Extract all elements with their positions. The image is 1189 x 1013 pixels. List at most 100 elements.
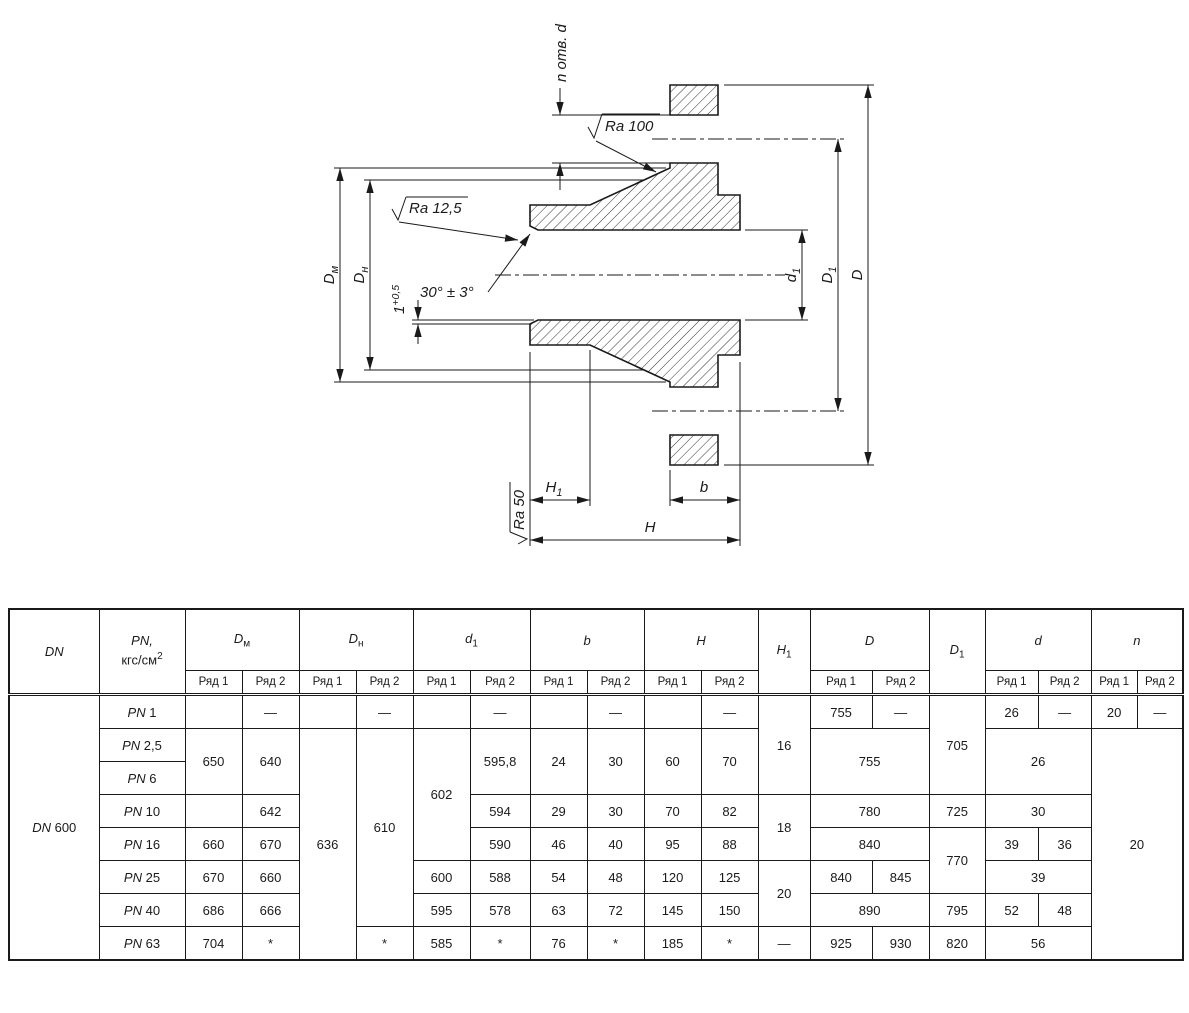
table-cell: 29 [529, 794, 588, 828]
table-cell: 705 [928, 694, 986, 795]
table-row-pn63: PN 63 704 * * 585 * 76 * 185 * — 925 930… [9, 926, 1183, 961]
table-cell: 125 [700, 860, 759, 894]
table-cell: 20 [1090, 694, 1138, 729]
table-cell [412, 694, 471, 729]
table-cell: 670 [241, 827, 300, 861]
d-big-1-label: D1 [819, 267, 839, 284]
table-row-pn16: PN 16 660 670 590 46 40 95 88 840 770 39… [9, 827, 1183, 894]
table-cell: 145 [643, 893, 702, 927]
cell-pn: PN 63 [98, 926, 186, 961]
table-cell: 890 [809, 893, 930, 927]
roughness-ra50: Ra 50 [509, 482, 529, 545]
cell-pn: PN 16 [98, 827, 186, 861]
subheader-ryad: Ряд 2 [700, 670, 759, 696]
subheader-ryad: Ряд 2 [241, 670, 300, 696]
table-cell: — [586, 694, 645, 729]
subheader-ryad: Ряд 1 [298, 670, 357, 696]
cell-pn: PN 1 [98, 694, 186, 729]
dim-n-holes: n отв. d [552, 23, 674, 190]
table-cell: 930 [871, 926, 930, 961]
h1-label: H1 [546, 479, 563, 499]
dim-dm: Dм [321, 167, 666, 383]
table-cell: 30 [586, 728, 645, 795]
table-cell: 56 [984, 926, 1092, 961]
col-header-d-small: d [984, 608, 1092, 671]
dm-label: Dм [321, 265, 341, 284]
table-cell: * [700, 926, 759, 961]
table-cell: 585 [412, 926, 471, 961]
table-cell: 48 [1037, 893, 1092, 927]
table-cell: 39 [984, 827, 1039, 861]
table-row-pn10: PN 10 642 594 29 30 70 82 18 780 725 30 [9, 794, 1183, 861]
table-cell: 88 [700, 827, 759, 861]
table-cell: 95 [643, 827, 702, 861]
table-row-pn1: DN 600 PN 1 — — — — — 16 755 — 705 26 — … [8, 694, 1184, 961]
table-header-row-2: Ряд 1 Ряд 2 Ряд 1 Ряд 2 Ряд 1 Ряд 2 Ряд … [9, 670, 1184, 696]
table-cell: 666 [241, 893, 300, 927]
d-big-label: D [849, 269, 866, 280]
col-header-dn: DN [8, 608, 100, 696]
table-cell: 588 [469, 860, 531, 894]
table-cell: 18 [757, 794, 811, 861]
table-cell: 20 [757, 860, 811, 927]
subheader-ryad: Ряд 2 [1037, 670, 1092, 696]
table-cell: 20 [1090, 728, 1184, 961]
roughness-ra125: Ra 12,5 [391, 196, 519, 242]
table-cell: 46 [529, 827, 588, 861]
table-cell [184, 694, 243, 729]
table-cell: 755 [809, 728, 930, 795]
table-header-row-1: DN PN,кгс/см2 Dм Dн d1 b H H1 D D1 d n [8, 608, 1184, 696]
table-row-pn25: PN 25 670 660 600 588 54 48 120 125 20 8… [9, 860, 1183, 927]
table-cell: 925 [809, 926, 873, 961]
table-cell: — [700, 694, 759, 729]
table-cell: 640 [241, 728, 300, 795]
table-cell: 780 [809, 794, 930, 828]
table-cell: 795 [928, 893, 986, 927]
dim-b: b [669, 362, 741, 546]
cell-pn: PN 25 [98, 860, 186, 894]
table-cell: 70 [700, 728, 759, 795]
table-cell: 650 [184, 728, 243, 795]
table-cell: 63 [529, 893, 588, 927]
col-header-d-big: D [809, 608, 930, 671]
col-header-h: H [643, 608, 759, 671]
table-cell: 704 [184, 926, 243, 961]
table-cell: — [355, 694, 414, 729]
table-cell: — [241, 694, 300, 729]
table-cell [643, 694, 702, 729]
table-cell: 660 [184, 827, 243, 861]
cell-dn-600: DN 600 [8, 694, 100, 961]
flange-section [529, 84, 741, 466]
table-cell: 52 [984, 893, 1039, 927]
roughness-ra100: Ra 100 [587, 113, 660, 173]
dim-d1: d1 [745, 229, 808, 321]
table-cell: 845 [871, 860, 930, 894]
ra100-label: Ra 100 [605, 118, 654, 135]
table-cell: 610 [355, 728, 414, 927]
table-cell: 26 [984, 728, 1092, 795]
flange-technical-drawing: n отв. d Ra 100 Ra 12,5 30° ± 3° 1+0,5 D… [321, 23, 874, 546]
col-header-b: b [529, 608, 645, 671]
subheader-ryad: Ряд 1 [412, 670, 471, 696]
col-header-n: n [1090, 608, 1184, 671]
col-header-dm: Dм [184, 608, 300, 671]
table-cell: 660 [241, 860, 300, 894]
cell-pn: PN 40 [98, 893, 186, 927]
table-cell: 40 [586, 827, 645, 861]
table-cell: 595,8 [469, 728, 531, 795]
chamfer-annotation: 1+0,5 [390, 285, 534, 344]
col-header-d1: d1 [412, 608, 531, 671]
table-cell: 150 [700, 893, 759, 927]
subheader-ryad: Ряд 2 [586, 670, 645, 696]
chamfer-label: 1+0,5 [390, 285, 408, 314]
table-cell: 642 [241, 794, 300, 828]
table-cell: 770 [928, 827, 986, 894]
table-cell: 578 [469, 893, 531, 927]
table-cell: — [871, 694, 930, 729]
subheader-ryad: Ряд 1 [529, 670, 588, 696]
col-header-h1: H1 [757, 608, 811, 696]
table-row-pn40: PN 40 686 666 595 578 63 72 145 150 890 … [9, 893, 1183, 927]
table-cell: — [469, 694, 531, 729]
ra50-label: Ra 50 [511, 489, 528, 530]
